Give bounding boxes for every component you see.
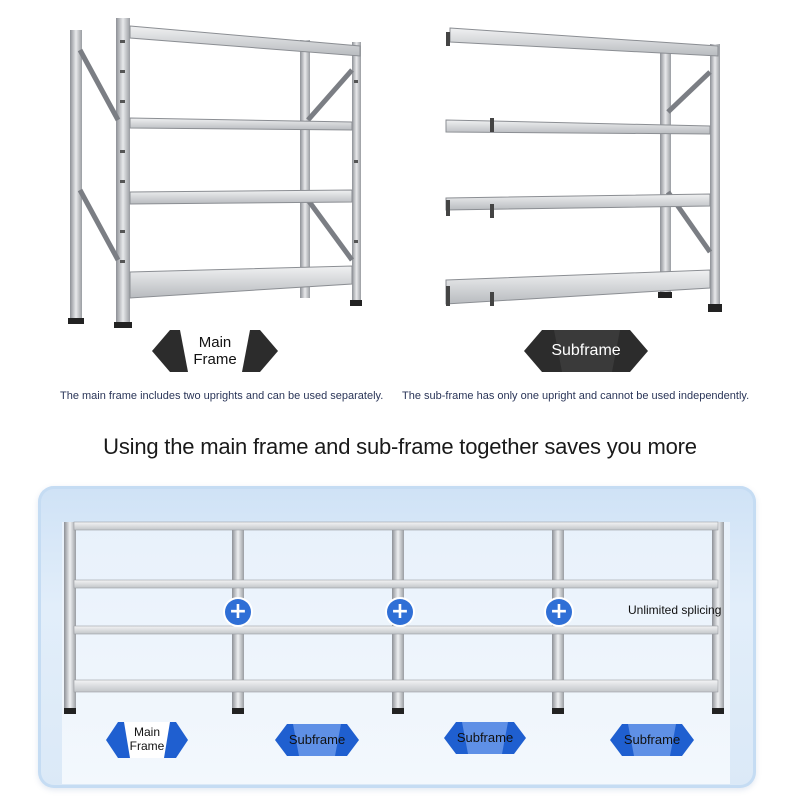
bottom-main-badge-line1: Main <box>133 725 160 740</box>
sub-frame-caption: The sub-frame has only one upright and c… <box>402 390 750 402</box>
bottom-subframe-badge-3-label: Subframe <box>623 731 681 747</box>
bottom-subframe-badge-2: Subframe <box>444 722 526 754</box>
bottom-subframe-badge-1-label: Subframe <box>288 731 346 747</box>
unlimited-splicing-label: Unlimited splicing <box>628 603 722 617</box>
bottom-main-frame-badge: Main Frame <box>106 722 188 758</box>
sub-frame-shelf-image <box>445 27 722 312</box>
main-frame-badge-line1: Main <box>198 333 232 351</box>
bottom-subframe-badge-3: Subframe <box>610 724 694 756</box>
main-frame-caption: The main frame includes two uprights and… <box>60 390 384 402</box>
headline: Using the main frame and sub-frame toget… <box>103 434 697 459</box>
main-frame-shelf-image <box>68 18 362 328</box>
plus-icon: + <box>225 599 251 625</box>
combined-shelf-image <box>64 521 724 714</box>
plus-icon: + <box>546 599 572 625</box>
main-frame-badge: Main Frame <box>152 328 278 374</box>
main-frame-badge-line2: Frame <box>193 351 237 368</box>
subframe-badge: Subframe <box>524 330 648 372</box>
bottom-subframe-badge-2-label: Subframe <box>456 729 514 745</box>
subframe-badge-label: Subframe <box>551 341 621 359</box>
bottom-subframe-badge-1: Subframe <box>275 724 359 756</box>
plus-icon: + <box>387 599 413 625</box>
bottom-main-badge-line2: Frame <box>129 739 165 753</box>
